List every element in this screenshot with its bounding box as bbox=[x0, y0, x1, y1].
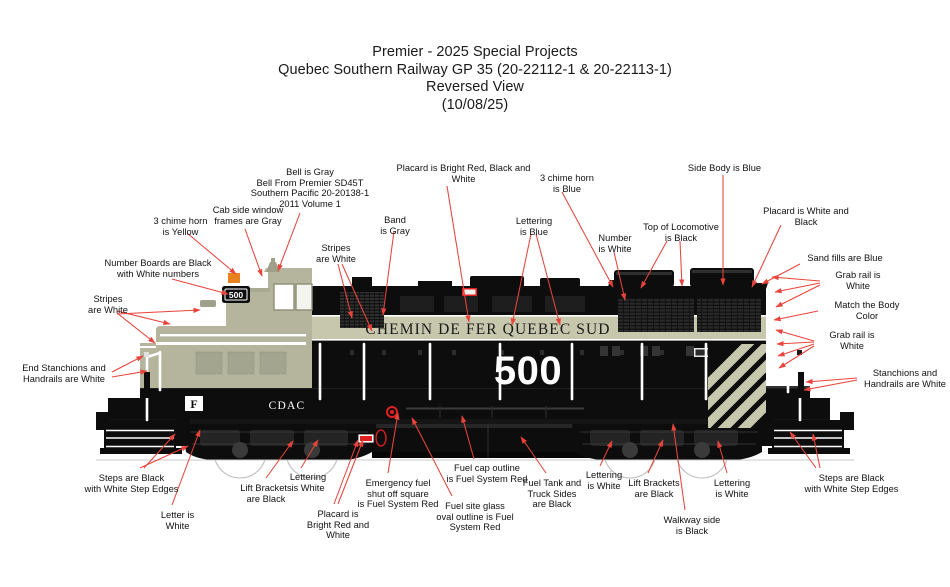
callout-sand-fills-are-blue: Sand fills are Blue bbox=[807, 253, 883, 263]
title-block: Premier - 2025 Special Projects Quebec S… bbox=[0, 44, 950, 114]
callout-lettering-is-blue: Lettering is Blue bbox=[515, 216, 553, 237]
cab-and-short-hood: 500 bbox=[140, 258, 313, 388]
frame-lettering: CDAC bbox=[269, 400, 306, 412]
callout-lift-brackets-black-right: Lift Brackets are Black bbox=[628, 478, 680, 499]
callout-steps-black-white-left: Steps are Black with White Step Edges bbox=[84, 473, 179, 494]
callout-side-body-is-blue: Side Body is Blue bbox=[687, 163, 762, 173]
number-board-text: 500 bbox=[229, 290, 243, 300]
title-line-4: (10/08/25) bbox=[441, 96, 509, 113]
callout-top-of-locomotive-black: Top of Locomotive is Black bbox=[643, 222, 719, 243]
grab-rails-rear bbox=[766, 275, 775, 304]
callout-match-the-body-color: Match the Body Color bbox=[834, 300, 900, 321]
callout-band-is-gray: Band is Gray bbox=[380, 215, 410, 236]
road-name: CHEMIN DE FER QUEBEC SUD bbox=[365, 321, 610, 338]
cab-window-front bbox=[273, 283, 295, 311]
roof-details bbox=[352, 268, 768, 289]
title-line-1: Premier - 2025 Special Projects bbox=[372, 44, 578, 60]
title-line-2: Quebec Southern Railway GP 35 (20-22112-… bbox=[278, 61, 672, 78]
callout-lettering-white-far-right: Lettering is White bbox=[713, 478, 751, 499]
callout-cab-side-window-frames: Cab side window frames are Gray bbox=[212, 205, 284, 226]
callout-stripes-white-left: Stripes are White bbox=[88, 294, 128, 315]
callout-steps-black-white-right: Steps are Black with White Step Edges bbox=[804, 473, 899, 494]
beacon bbox=[228, 273, 240, 283]
callout-fuel-site-glass-oval: Fuel site glass oval outline is Fuel Sys… bbox=[436, 501, 514, 533]
callout-stanchions-handrails-right: Stanchions and Handrails are White bbox=[863, 368, 947, 389]
fuel-tank bbox=[372, 403, 604, 458]
callout-grab-rail-white-lower: Grab rail is White bbox=[829, 330, 875, 351]
callout-number-boards-black: Number Boards are Black with White numbe… bbox=[104, 258, 212, 279]
callout-fuel-cap-outline: Fuel cap outline is Fuel System Red bbox=[446, 463, 528, 484]
callout-lettering-white-right: Lettering is White bbox=[585, 470, 623, 491]
callout-placard-white-black: Placard is White and Black bbox=[763, 206, 849, 227]
callout-walkway-side-is-black: Walkway side is Black bbox=[663, 515, 721, 536]
callout-grab-rail-white-upper: Grab rail is White bbox=[835, 270, 881, 291]
placard-front bbox=[357, 433, 375, 444]
cab-window-rear bbox=[295, 283, 313, 311]
title-line-3: Reversed View bbox=[426, 79, 524, 95]
callout-placard-red-white: Placard is Bright Red and White bbox=[306, 509, 370, 541]
handrail-posts-front bbox=[144, 352, 150, 398]
number-board: 500 bbox=[222, 286, 250, 303]
callout-emergency-fuel-shutoff: Emergency fuel shut off square is Fuel S… bbox=[357, 478, 439, 510]
front-marker-letter: F bbox=[190, 397, 197, 411]
callout-bell-is-gray: Bell is Gray Bell From Premier SD45T Sou… bbox=[250, 167, 370, 209]
callout-fuel-tank-truck-sides: Fuel Tank and Truck Sides are Black bbox=[522, 478, 582, 510]
callout-number-is-white: Number is White bbox=[598, 233, 632, 254]
callout-lift-brackets-black-left: Lift Brackets are Black bbox=[240, 483, 292, 504]
body-grab-rails bbox=[318, 342, 708, 401]
road-number: 500 bbox=[494, 349, 562, 393]
callout-placard-red-black-white: Placard is Bright Red, Black and White bbox=[396, 163, 531, 184]
callout-lettering-white-left: Lettering is White bbox=[289, 472, 327, 493]
callout-stripes-white-mid: Stripes are White bbox=[316, 243, 356, 264]
callout-letter-is-white: Letter is White bbox=[160, 510, 195, 531]
rear-safety-stripes bbox=[708, 344, 766, 428]
callout-three-chime-horn-blue: 3 chime horn is Blue bbox=[540, 173, 594, 194]
callout-end-stanchions-handrails: End Stanchions and Handrails are White bbox=[22, 363, 106, 384]
placard-top-red bbox=[462, 288, 477, 296]
truck-front bbox=[176, 418, 372, 479]
callout-three-chime-horn-yellow: 3 chime horn is Yellow bbox=[153, 216, 208, 237]
